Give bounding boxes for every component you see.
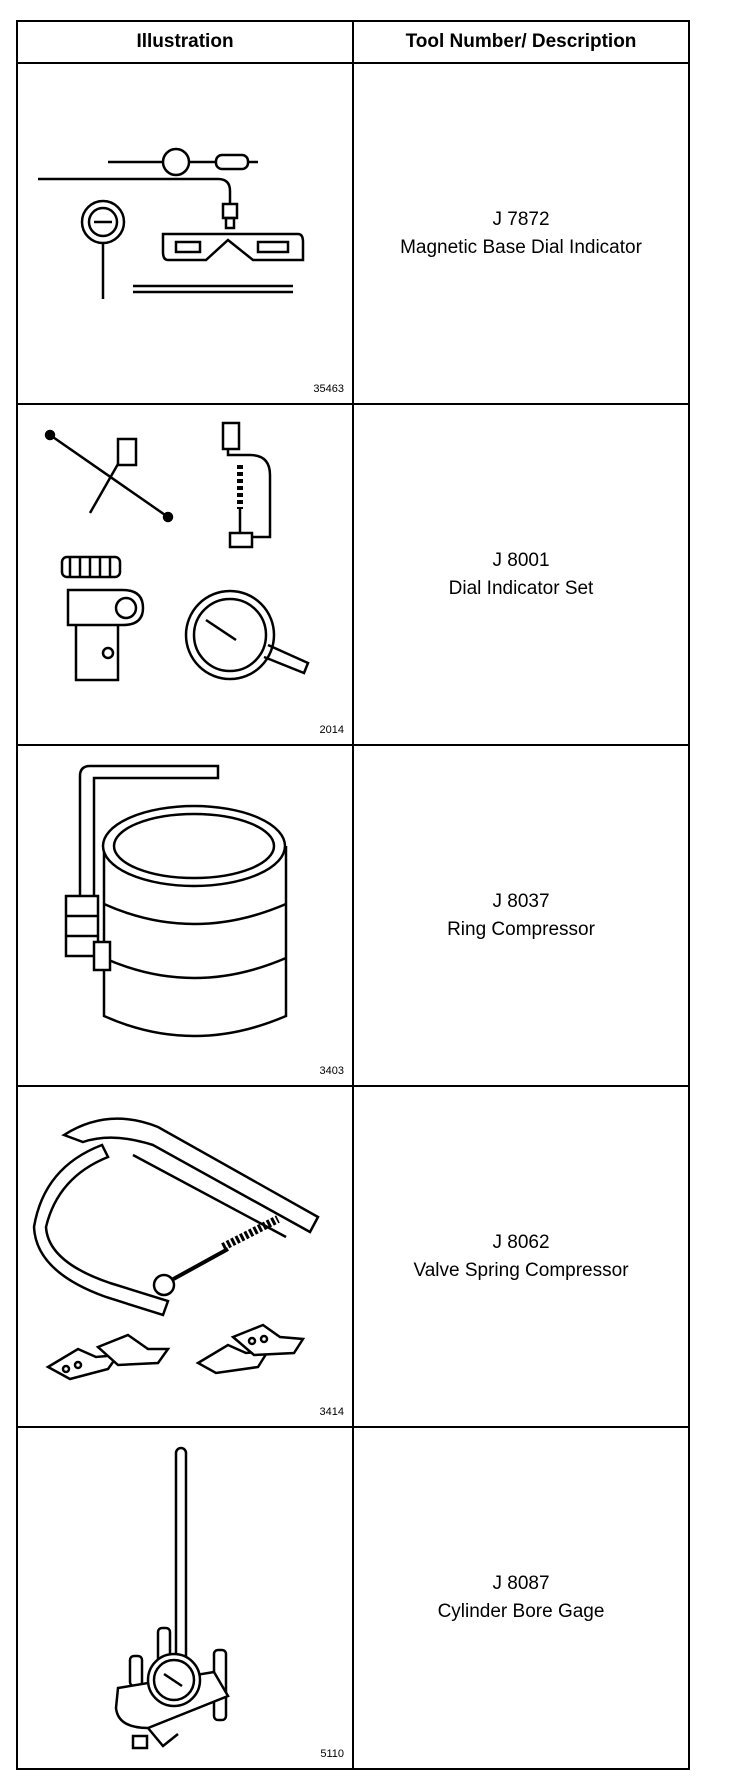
description-column-header: Tool Number/ Description — [405, 31, 637, 52]
tool-description-cell: J 7872 Magnetic Base Dial Indicator — [354, 64, 688, 403]
tool-description-cell: J 8001 Dial Indicator Set — [354, 405, 688, 744]
figure-number: 3414 — [319, 1406, 344, 1418]
table-row: 2014 J 8001 Dial Indicator Set — [18, 405, 688, 746]
tool-illustration: 2014 — [18, 405, 354, 744]
cylinder-bore-gage-drawing — [114, 1446, 230, 1750]
tool-description: Cylinder Bore Gage — [437, 1601, 605, 1622]
tool-description: Dial Indicator Set — [448, 577, 594, 599]
table-row: 35463 J 7872 Magnetic Base Dial Indicato… — [18, 64, 688, 405]
tool-illustration: 3414 — [18, 1087, 354, 1426]
tool-number: J 8087 — [492, 1573, 550, 1594]
table-row: 3403 J 8037 Ring Compressor — [18, 746, 688, 1087]
figure-number: 5110 — [320, 1748, 344, 1760]
tool-illustration: 5110 — [18, 1428, 354, 1768]
tool-illustration: 35463 — [18, 64, 354, 403]
figure-number: 2014 — [319, 724, 344, 736]
tool-number: J 8001 — [492, 549, 550, 571]
tool-description: Ring Compressor — [447, 918, 595, 940]
tool-number: J 8037 — [492, 890, 550, 912]
tool-description-cell: J 8087 Cylinder Bore Gage — [354, 1428, 688, 1768]
table-row: 5110 J 8087 Cylinder Bore Gage — [18, 1428, 688, 1768]
tool-description-cell: J 8037 Ring Compressor — [354, 746, 688, 1085]
valve-spring-compressor-drawing — [32, 1117, 320, 1381]
illustration-column-header: Illustration — [18, 22, 354, 62]
tool-description-cell: J 8062 Valve Spring Compressor — [354, 1087, 688, 1426]
tool-number: J 8062 — [492, 1231, 550, 1253]
magnetic-base-dial-indicator-drawing — [38, 147, 305, 299]
tool-description: Magnetic Base Dial Indicator — [400, 236, 642, 258]
tool-table: Illustration Tool Number/ Description — [16, 20, 690, 1770]
tool-number: J 7872 — [492, 208, 550, 230]
ring-compressor-drawing — [64, 764, 288, 1038]
tool-illustration: 3403 — [18, 746, 354, 1085]
figure-number: 35463 — [313, 383, 344, 395]
figure-number: 3403 — [319, 1065, 344, 1077]
tool-description: Valve Spring Compressor — [413, 1259, 629, 1281]
table-header: Illustration Tool Number/ Description — [18, 22, 688, 64]
dial-indicator-set-drawing — [44, 421, 310, 682]
table-row: 3414 J 8062 Valve Spring Compressor — [18, 1087, 688, 1428]
